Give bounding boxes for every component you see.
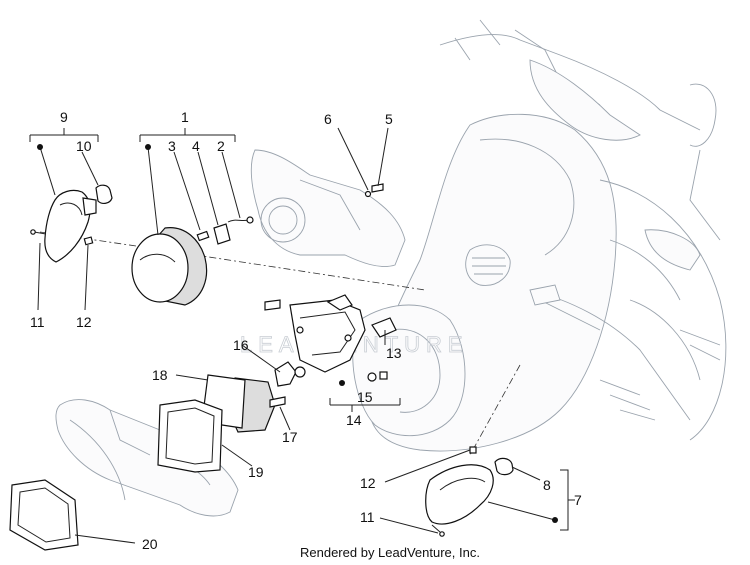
callout-20: 20 [142,536,158,552]
scooter-ghost [352,19,727,452]
callout-12-left: 12 [76,314,92,330]
callout-4: 4 [192,138,200,154]
part-2-cable [227,216,254,224]
callout-3: 3 [168,138,176,154]
part-8-bulb [494,457,514,476]
callout-5: 5 [385,111,393,127]
part-11-screw [30,229,47,235]
callout-9: 9 [60,109,68,125]
callout-12-right: 12 [360,475,376,491]
group-dots [37,144,558,523]
part-12-nut-right [469,446,477,454]
callout-7: 7 [574,492,582,508]
part-9-position-lamp [44,189,97,263]
part-4-bulb [213,223,231,245]
part-10-bulb [95,184,113,204]
callout-11-right: 11 [360,509,375,525]
part-17-screw [269,396,286,408]
callout-14: 14 [346,412,362,428]
callout-19: 19 [248,464,264,480]
lower-cover-ghost [55,399,239,517]
callout-1: 1 [181,109,189,125]
part-15-nuts [264,299,388,382]
handlebar-cover-ghost [250,149,406,267]
callout-2: 2 [217,138,225,154]
callout-18: 18 [152,367,168,383]
part-7-position-lamp [425,464,494,525]
callout-11-left: 11 [30,314,45,330]
part-3-bulb-holder [196,230,210,242]
part-11-screw-right [431,524,445,537]
part-19-gasket [157,399,223,473]
part-1-headlight [131,227,208,306]
callout-16: 16 [233,337,249,353]
part-5-screw [371,183,384,193]
leader-lines [37,127,556,544]
part-20-headlamp-rim [9,479,79,551]
part-12-nut [83,236,94,246]
footer-credit: Rendered by LeadVenture, Inc. [300,545,480,560]
part-6-washer [364,190,372,198]
callout-10: 10 [76,138,92,154]
callout-15: 15 [357,389,373,405]
group-brackets [29,128,575,531]
part-16-bulb [274,361,306,387]
part-13-clip [326,294,397,338]
callout-13: 13 [386,345,402,361]
callout-6: 6 [324,111,332,127]
callout-17: 17 [282,429,298,445]
callout-8: 8 [543,477,551,493]
